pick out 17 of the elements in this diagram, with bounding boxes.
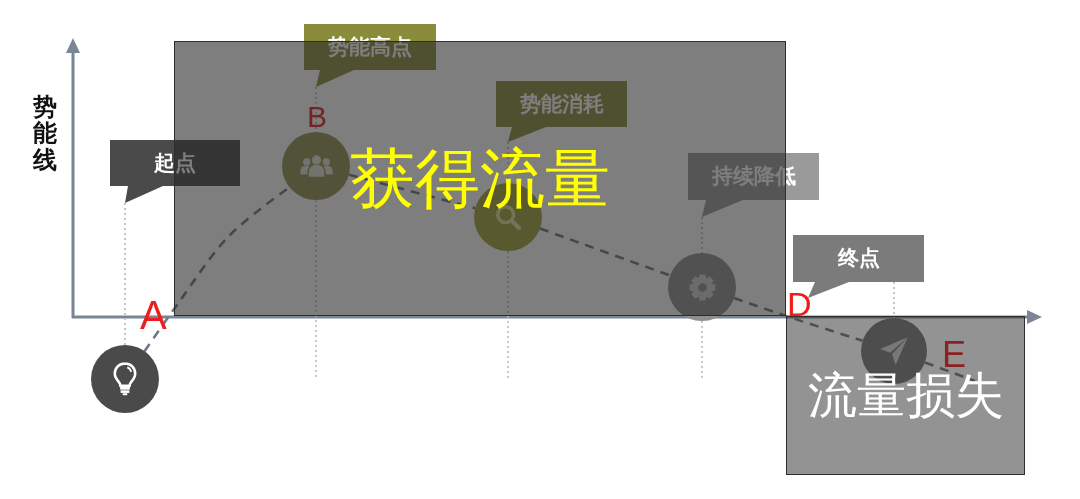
callout-bubble <box>304 24 436 87</box>
callout-label: 终点 <box>837 246 880 271</box>
callout-bubble <box>110 140 240 203</box>
point-letter: B <box>307 102 327 132</box>
axis-label: 势能线 <box>33 94 57 174</box>
leader-line <box>893 281 895 319</box>
trend-line <box>924 361 976 383</box>
trend-line <box>733 296 863 343</box>
callout-label: 势能消耗 <box>519 91 604 117</box>
callout-bubble <box>688 153 819 217</box>
trend-line <box>539 227 671 277</box>
callout-label: 起点 <box>154 150 196 176</box>
trend-line <box>348 173 476 210</box>
leader-line <box>124 202 126 346</box>
callout-bubble <box>496 81 627 142</box>
point-letter: D <box>787 287 812 321</box>
overlay-panel <box>786 316 1025 475</box>
